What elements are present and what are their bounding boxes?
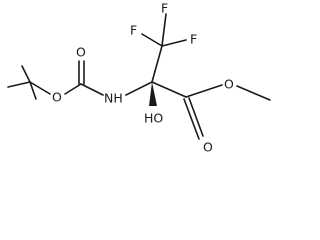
bond-stereocenter-to-cf3-carbon	[151, 45, 163, 83]
bond-tbu-methyl-top	[21, 65, 31, 83]
chemical-structure-diagram: F F F O O NH HO O O	[7, 1, 271, 155]
atom-label-ester-carbonyl-oxygen: O	[203, 140, 213, 155]
bond-tbu-methyl-left	[7, 81, 31, 88]
bond-ester-carbonyl-a	[183, 98, 200, 140]
bond-cf3-to-f-left	[141, 33, 163, 47]
wedge-bond-stereocenter-to-hydroxyl	[149, 82, 157, 106]
bond-ester-carbonyl-b	[188, 97, 204, 137]
bond-tbu-methyl-bottom	[29, 81, 37, 100]
atom-label-carbamate-ether-oxygen: O	[52, 90, 62, 105]
bond-carbamate-carbon-to-nitrogen	[80, 83, 104, 96]
bond-ester-oxygen-to-methyl	[236, 85, 271, 101]
atom-label-fluorine-left: F	[130, 23, 137, 38]
atom-label-fluorine-top: F	[161, 1, 168, 16]
atom-label-fluorine-right: F	[190, 32, 197, 47]
bond-cf3-to-f-top	[161, 13, 167, 47]
bond-nitrogen-to-stereocenter	[125, 81, 153, 96]
atom-label-hydroxyl-oxygen: HO	[144, 111, 163, 126]
bond-tbu-to-ether-oxygen	[29, 81, 51, 95]
atom-label-carbamate-carbonyl-oxygen: O	[76, 45, 86, 60]
bond-cf3-to-f-right	[161, 39, 187, 47]
bond-ether-oxygen-to-carbamate-carbon	[64, 83, 82, 95]
atom-label-amide-nitrogen: NH	[104, 91, 123, 106]
bond-ester-carbon-to-ether-oxygen	[185, 84, 223, 98]
atom-label-ester-ether-oxygen: O	[224, 77, 234, 92]
bond-stereocenter-to-ester-carbon	[151, 81, 187, 98]
